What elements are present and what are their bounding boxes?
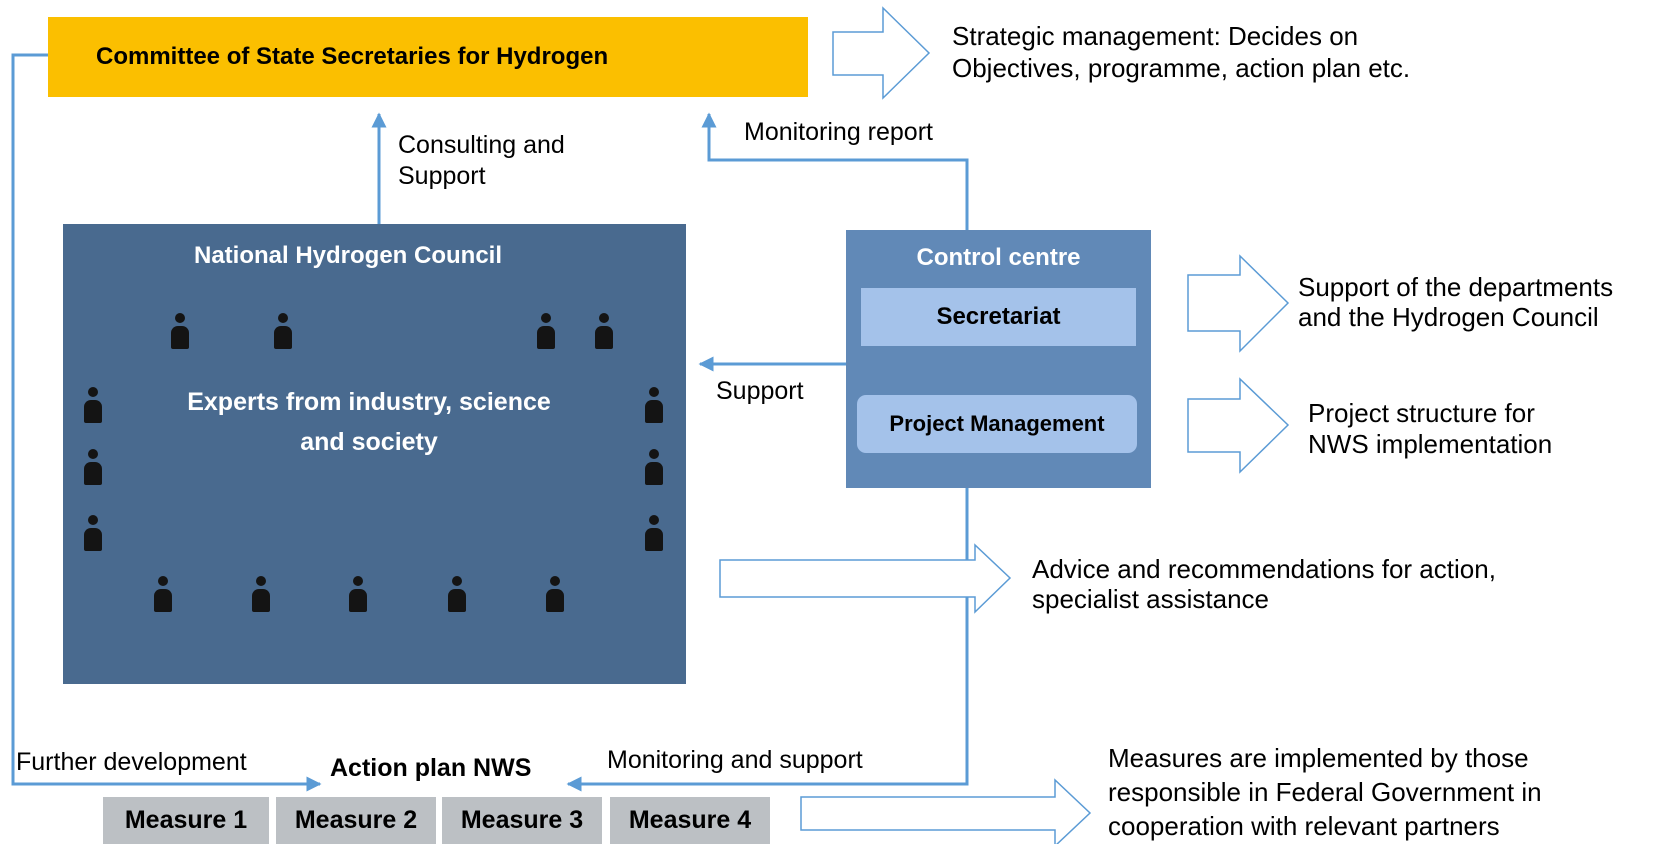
person-icon — [644, 515, 664, 551]
project-structure-text: Project structure for NWS implementation — [1308, 398, 1552, 460]
person-icon — [594, 313, 614, 349]
strategic-line1: Strategic management: Decides on — [952, 21, 1359, 51]
block-arrow-project-structure — [1187, 377, 1290, 474]
further-development-label: Further development — [16, 748, 247, 776]
national-hydrogen-council-box: National Hydrogen Council Experts from i… — [63, 224, 686, 684]
measures-line1: Measures are implemented by those — [1108, 743, 1529, 773]
monitoring-and-support-label: Monitoring and support — [607, 746, 863, 774]
advice-line1: Advice and recommendations for action, — [1032, 554, 1496, 584]
person-icon — [273, 313, 293, 349]
project-structure-line1: Project structure for — [1308, 398, 1535, 428]
measure-1: Measure 1 — [103, 797, 269, 844]
further-development-arrow — [11, 53, 322, 792]
block-arrow-advice — [719, 543, 1012, 614]
project-management-box: Project Management — [857, 395, 1137, 453]
strategic-management-text: Strategic management: Decides on Objecti… — [952, 20, 1410, 84]
council-title: National Hydrogen Council — [193, 242, 502, 269]
measure-3: Measure 3 — [442, 797, 602, 844]
person-icon — [644, 387, 664, 423]
council-subtitle-line1: Experts from industry, science — [187, 388, 551, 416]
strategic-line2: Objectives, programme, action plan etc. — [952, 53, 1411, 83]
person-icon — [83, 387, 103, 423]
person-icon — [83, 449, 103, 485]
action-plan-title: Action plan NWS — [330, 754, 532, 782]
consulting-label: Consulting and Support — [398, 130, 565, 192]
control-centre-title: Control centre — [916, 244, 1081, 271]
project-structure-line2: NWS implementation — [1308, 429, 1553, 459]
person-icon — [251, 576, 271, 612]
advice-text: Advice and recommendations for action, s… — [1032, 554, 1496, 614]
person-icon — [83, 515, 103, 551]
consulting-label-line2: Support — [398, 162, 486, 190]
block-arrow-departments — [1187, 254, 1290, 353]
monitoring-report-arrow — [701, 112, 969, 230]
consulting-label-line1: Consulting and — [398, 131, 565, 159]
person-icon — [447, 576, 467, 612]
measure-4: Measure 4 — [610, 797, 770, 844]
measure-2: Measure 2 — [276, 797, 436, 844]
control-centre-box: Control centre Secretariat Project Manag… — [846, 230, 1151, 488]
support-label: Support — [716, 377, 804, 405]
departments-support-text: Support of the departments and the Hydro… — [1298, 272, 1613, 332]
secretariat-box: Secretariat — [861, 288, 1136, 346]
measures-implementation-text: Measures are implemented by those respon… — [1108, 741, 1542, 843]
monitoring-report-label: Monitoring report — [744, 118, 933, 146]
person-icon — [545, 576, 565, 612]
person-icon — [644, 449, 664, 485]
measures-line3: cooperation with relevant partners — [1108, 811, 1500, 841]
departments-line1: Support of the departments — [1298, 272, 1614, 302]
block-arrow-measures — [800, 778, 1092, 844]
committee-title: Committee of State Secretaries for Hydro… — [96, 43, 609, 70]
person-icon — [153, 576, 173, 612]
council-subtitle: Experts from industry, science and socie… — [143, 382, 595, 462]
advice-line2: specialist assistance — [1032, 584, 1269, 614]
block-arrow-strategic — [832, 6, 931, 100]
committee-box: Committee of State Secretaries for Hydro… — [48, 17, 808, 97]
person-icon — [536, 313, 556, 349]
council-subtitle-line2: and society — [300, 428, 438, 456]
person-icon — [348, 576, 368, 612]
measures-line2: responsible in Federal Government in — [1108, 777, 1542, 807]
departments-line2: and the Hydrogen Council — [1298, 302, 1599, 332]
person-icon — [170, 313, 190, 349]
